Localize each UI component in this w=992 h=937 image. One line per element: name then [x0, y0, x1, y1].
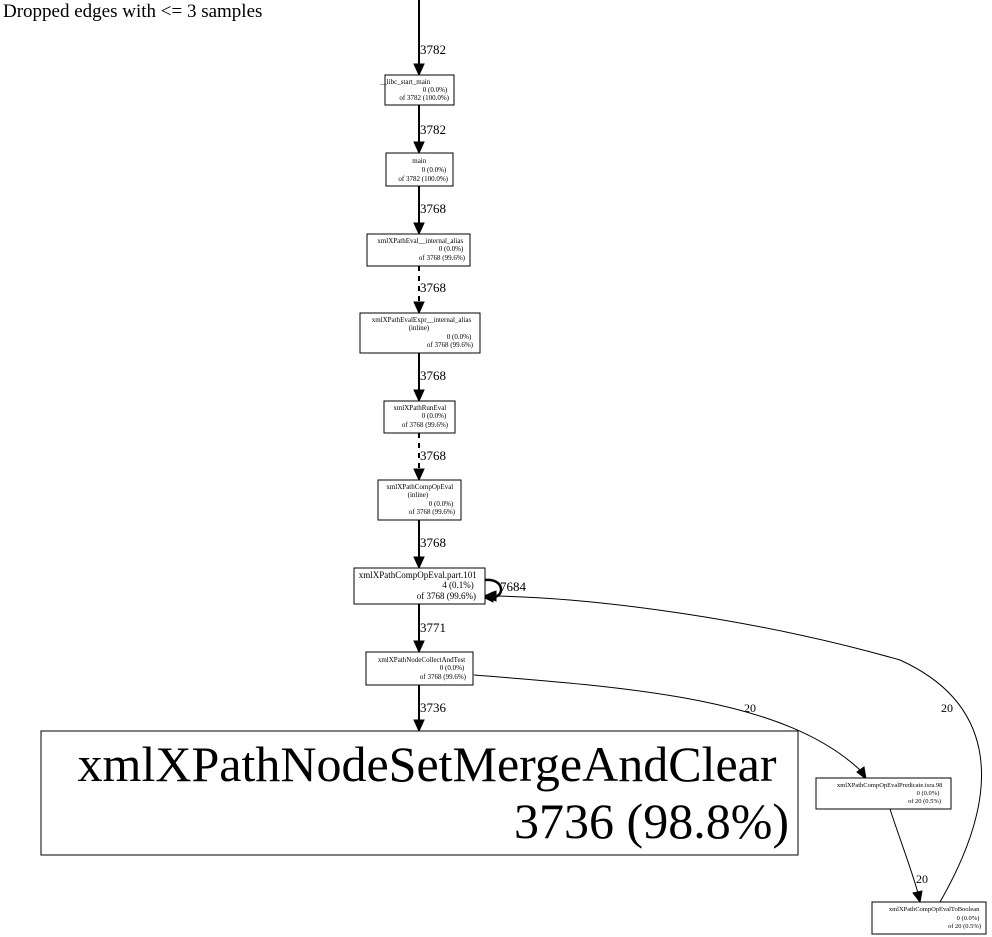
node-flat: 0 (0.0%) — [422, 166, 447, 174]
node-xpath-nodecollect: xmlXPathNodeCollectAndTest 0 (0.0%) of 3… — [365, 651, 474, 686]
svg-text:xmlXPathNodeSetMergeAndClear: xmlXPathNodeSetMergeAndClear 3736 (98.8%… — [78, 736, 789, 849]
edge-label: 3771 — [420, 620, 446, 635]
node-label: xmlXPathEval__internal_alias — [377, 237, 463, 245]
node-label: xmlXPathRunEval — [393, 404, 446, 412]
node-cum: of 20 (0.5%) — [908, 798, 941, 805]
node-xpath-evalexpr: xmlXPathEvalExpr__internal_alias (inline… — [359, 312, 481, 354]
edge-label: 20 — [916, 872, 928, 886]
node-flat: 0 (0.0%) — [423, 86, 448, 94]
edge-evalexpr-runeval: 3768 — [413, 353, 446, 403]
edge-main-eval: 3768 — [413, 186, 446, 236]
edge-label: 3768 — [420, 368, 446, 383]
node-label: __libc_start_main — [379, 78, 431, 86]
node-cum: of 3768 (99.6%) — [409, 508, 456, 516]
node-label: xmlXPathEvalExpr__internal_alias — [372, 316, 472, 324]
edge-predicate-toboolean: 20 — [889, 808, 928, 904]
node-flat: 0 (0.0%) — [429, 500, 454, 508]
node-main: main 0 (0.0%) of 3782 (100.0%) — [385, 152, 454, 187]
node-xpath-compopeval: xmlXPathCompOpEval (inline) 0 (0.0%) of … — [377, 479, 462, 521]
dropped-edges-note: Dropped edges with <= 3 samples — [3, 1, 262, 22]
node-cum: of 3768 (99.6%) — [417, 591, 476, 601]
svg-text:xmlXPathCompOpEvalPredicate.is: xmlXPathCompOpEvalPredicate.isra.98 0 (0… — [837, 782, 944, 805]
node-flat: 0 (0.0%) — [440, 664, 465, 672]
edge-label: 20 — [941, 701, 953, 715]
node-label: main — [412, 157, 426, 165]
svg-text:xmlXPathRunEval 0 (0.0%): xmlXPathRunEval 0 (0.0%) of 3768 (99.6%) — [393, 404, 448, 429]
node-cum: of 3768 (99.6%) — [419, 254, 466, 262]
edge-toboolean-compoppart: 20 — [482, 590, 982, 903]
edge-libc-main: 3782 — [413, 105, 446, 155]
node-xpath-runeval: xmlXPathRunEval 0 (0.0%) of 3768 (99.6%) — [383, 400, 456, 434]
edge-label: 3782 — [420, 42, 446, 57]
node-xpath-toboolean: xmlXPathCompOpEvalToBoolean 0 (0.0%) of … — [871, 901, 987, 935]
node-label: xmlXPathCompOpEvalPredicate.isra.98 — [837, 782, 942, 789]
svg-text:__libc_start_main 0 (0.0: __libc_start_main 0 (0.0%) of 3782 (100.… — [379, 78, 450, 102]
node-flat: 0 (0.0%) — [439, 245, 464, 253]
edge-label: 3736 — [420, 700, 447, 715]
edge-label: 3768 — [420, 535, 446, 550]
edge-collect-predicate: 20 — [473, 674, 867, 781]
node-cum: of 3768 (99.6%) — [420, 673, 467, 681]
node-flat: 0 (0.0%) — [422, 412, 447, 420]
edge-eval-evalexpr: 3768 — [413, 266, 446, 315]
edge-label: 3768 — [420, 280, 446, 295]
node-cum: of 3768 (99.6%) — [427, 341, 474, 349]
node-label: xmlXPathCompOpEval.part.101 — [359, 570, 477, 580]
svg-text:xmlXPathCompOpEvalToBoolean: xmlXPathCompOpEvalToBoolean 0 (0.0%) of … — [889, 906, 981, 930]
svg-text:xmlXPathNodeCollectAndTest: xmlXPathNodeCollectAndTest 0 (0.0%) of 3… — [378, 656, 467, 681]
edge-compoppart-collect: 3771 — [413, 604, 446, 654]
edge-label: 3768 — [420, 201, 446, 216]
node-label: xmlXPathNodeCollectAndTest — [378, 656, 465, 664]
svg-text:xmlXPathCompOpEval.part.101: xmlXPathCompOpEval.part.101 4 (0.1%) of … — [359, 570, 479, 601]
node-flat: 0 (0.0%) — [917, 790, 940, 797]
svg-text:xmlXPathEval__internal_alias: xmlXPathEval__internal_alias 0 (0.0%) of… — [377, 237, 465, 262]
edge-label: 20 — [744, 701, 756, 715]
node-label: xmlXPathCompOpEvalToBoolean — [889, 906, 980, 913]
edge-entry-libc: 3782 — [413, 0, 446, 77]
node-cum: of 3782 (100.0%) — [398, 175, 448, 183]
edge-compop-compoppart: 3768 — [413, 520, 446, 570]
node-xpath-eval: xmlXPathEval__internal_alias 0 (0.0%) of… — [366, 233, 471, 267]
node-label: xmlXPathCompOpEval — [386, 483, 453, 491]
node-inline: (inline) — [409, 324, 430, 332]
edge-collect-merge: 3736 — [413, 685, 447, 733]
node-label: xmlXPathNodeSetMergeAndClear — [78, 736, 777, 792]
node-xpath-compopeval-part: xmlXPathCompOpEval.part.101 4 (0.1%) of … — [353, 567, 486, 605]
node-cum: of 20 (0.5%) — [948, 923, 981, 930]
svg-text:main 0 (0.0%) of 3: main 0 (0.0%) of 3782 (100.0%) — [398, 157, 448, 183]
node-cum: of 3768 (99.6%) — [402, 421, 449, 429]
node-xpath-nodesetmerge: xmlXPathNodeSetMergeAndClear 3736 (98.8%… — [40, 730, 799, 856]
node-flat: 0 (0.0%) — [447, 333, 472, 341]
node-flat: 3736 (98.8%) — [514, 793, 789, 849]
edge-label: 7684 — [500, 579, 527, 594]
node-libc-start-main: __libc_start_main 0 (0.0%) of 3782 (100.… — [379, 74, 455, 106]
node-flat: 0 (0.0%) — [957, 915, 980, 922]
edge-label: 3782 — [420, 122, 446, 137]
node-inline: (inline) — [408, 491, 429, 499]
edge-runeval-compop: 3768 — [413, 433, 446, 482]
edge-label: 3768 — [420, 448, 446, 463]
svg-text:xmlXPathEvalExpr__internal_ali: xmlXPathEvalExpr__internal_alias (inline… — [372, 316, 474, 349]
node-cum: of 3782 (100.0%) — [399, 94, 449, 102]
node-flat: 4 (0.1%) — [442, 580, 474, 590]
svg-text:xmlXPathCompOpEval (inli: xmlXPathCompOpEval (inline) 0 (0.0%) of … — [386, 483, 455, 516]
node-xpath-predicate: xmlXPathCompOpEvalPredicate.isra.98 0 (0… — [815, 777, 952, 810]
